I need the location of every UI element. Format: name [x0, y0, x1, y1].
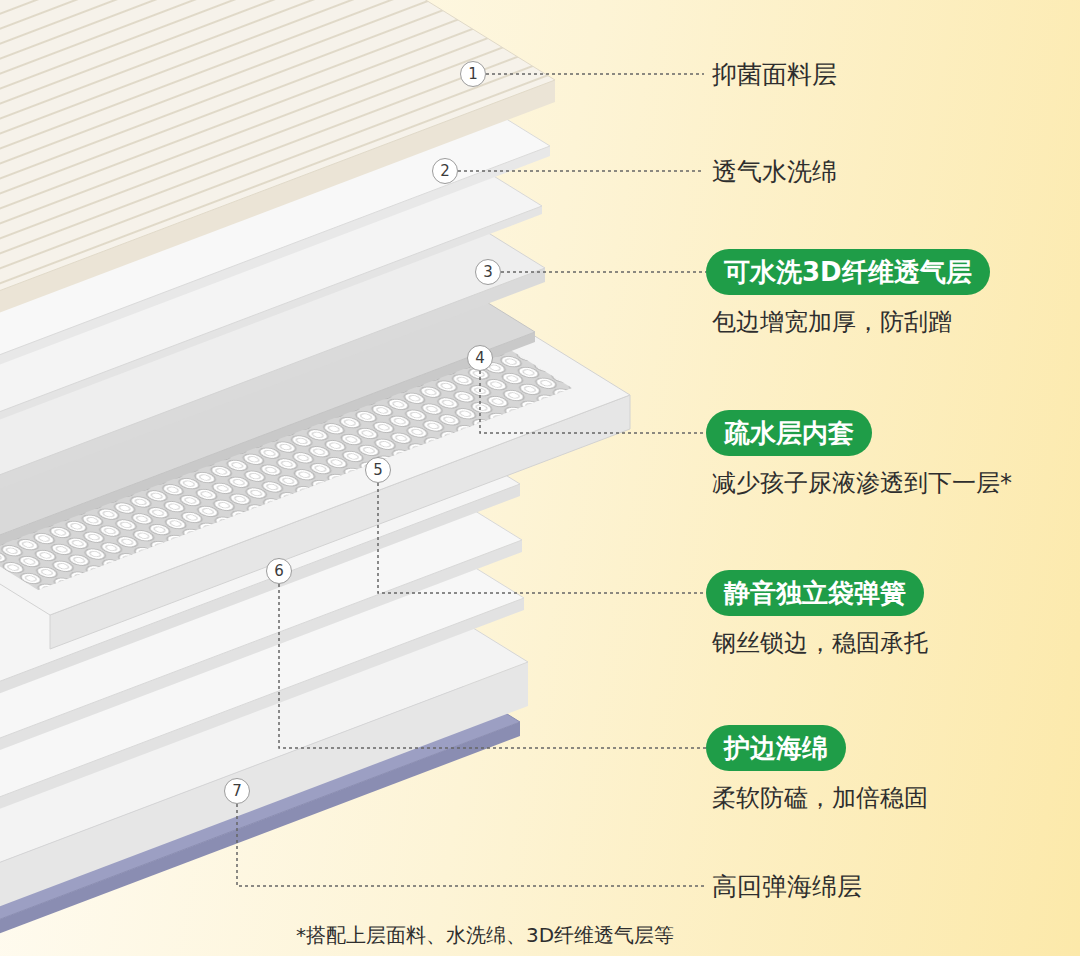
- layer-top: [0, 0, 555, 300]
- quilting: [0, 0, 555, 300]
- feature-note: 钢丝锁边，稳固承托: [706, 628, 928, 658]
- feature-note: 减少孩子尿液渗透到下一层*: [706, 468, 1012, 498]
- layer-label: 高回弹海绵层: [712, 871, 862, 902]
- feature-heading: 护边海绵: [706, 725, 846, 771]
- leader-line: [237, 804, 704, 886]
- feature-heading: 疏水层内套: [706, 410, 872, 456]
- callout-number: 6: [274, 564, 284, 579]
- callout-circle: 6: [266, 558, 292, 584]
- feature-note: 柔软防磕，加倍稳固: [706, 783, 928, 813]
- feature-callout: 疏水层内套减少孩子尿液渗透到下一层*: [706, 410, 1012, 498]
- leader-connector: [501, 271, 706, 273]
- callout-number: 2: [440, 164, 450, 179]
- leader-connector: [480, 371, 706, 433]
- feature-callout: 可水洗3D纤维透气层包边增宽加厚，防刮蹭: [706, 249, 990, 337]
- callout-circle: 5: [365, 457, 391, 483]
- leader-line: [486, 73, 704, 75]
- feature-heading: 静音独立袋弹簧: [706, 570, 924, 616]
- callout-number: 3: [483, 265, 493, 280]
- layer-label: 抑菌面料层: [712, 59, 837, 90]
- feature-note: 包边增宽加厚，防刮蹭: [706, 307, 990, 337]
- callout-circle: 4: [467, 345, 493, 371]
- callout-number: 5: [373, 463, 383, 478]
- callout-number: 4: [475, 351, 485, 366]
- callout-number: 7: [232, 784, 242, 799]
- layer-label: 透气水洗绵: [712, 156, 837, 187]
- callout-number: 1: [468, 67, 478, 82]
- leader-connector: [279, 584, 706, 748]
- callout-circle: 3: [475, 259, 501, 285]
- callout-circle: 2: [432, 158, 458, 184]
- feature-callout: 静音独立袋弹簧钢丝锁边，稳固承托: [706, 570, 928, 658]
- footnote: *搭配上层面料、水洗绵、3D纤维透气层等: [296, 923, 674, 948]
- callout-circle: 7: [224, 778, 250, 804]
- leader-line: [458, 170, 704, 172]
- feature-callout: 护边海绵柔软防磕，加倍稳固: [706, 725, 928, 813]
- fabric-layer: [0, 0, 555, 322]
- callout-circle: 1: [460, 61, 486, 87]
- feature-heading: 可水洗3D纤维透气层: [706, 249, 990, 295]
- leader-connector: [378, 483, 706, 593]
